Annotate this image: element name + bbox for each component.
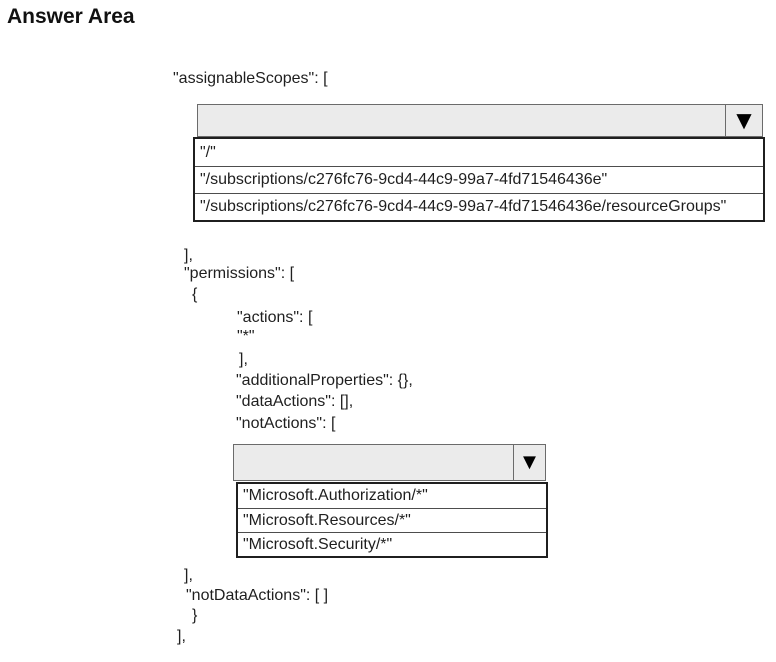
- not-actions-options-list: "Microsoft.Authorization/*" "Microsoft.R…: [236, 482, 548, 558]
- code-line-data-actions: "dataActions": [],: [236, 393, 354, 410]
- not-actions-dropdown[interactable]: ▼: [233, 444, 546, 481]
- dropdown-arrow-icon: ▼: [731, 104, 757, 135]
- option-subscription-scope[interactable]: "/subscriptions/c276fc76-9cd4-44c9-99a7-…: [195, 166, 763, 193]
- code-line-close-not-actions: ],: [184, 567, 193, 584]
- option-microsoft-security[interactable]: "Microsoft.Security/*": [238, 532, 546, 556]
- code-line-close-assignable-scopes: ],: [184, 247, 193, 264]
- option-microsoft-authorization[interactable]: "Microsoft.Authorization/*": [243, 487, 428, 504]
- assignable-scopes-dropdown-value: [198, 105, 725, 136]
- assignable-scopes-dropdown[interactable]: ▼: [197, 104, 763, 137]
- not-actions-dropdown-value: [234, 445, 513, 480]
- code-line-assignable-scopes: "assignableScopes": [: [173, 70, 328, 87]
- option-resource-groups-scope[interactable]: "/subscriptions/c276fc76-9cd4-44c9-99a7-…: [195, 193, 763, 220]
- code-line-star: "*": [237, 328, 255, 345]
- option-microsoft-resources[interactable]: "Microsoft.Resources/*": [238, 508, 546, 532]
- code-line-permissions: "permissions": [: [184, 265, 295, 282]
- assignable-scopes-dropdown-button[interactable]: ▼: [725, 105, 762, 136]
- code-line-close-actions: ],: [239, 351, 248, 368]
- code-line-additional-properties: "additionalProperties": {},: [236, 372, 413, 389]
- page-title: Answer Area: [7, 5, 135, 28]
- code-line-not-data-actions: "notDataActions": [ ]: [186, 587, 329, 604]
- code-line-close-brace: }: [192, 607, 198, 624]
- option-root-scope[interactable]: "/": [200, 143, 216, 161]
- assignable-scopes-options-list: "/" "/subscriptions/c276fc76-9cd4-44c9-9…: [193, 137, 765, 222]
- code-line-open-brace: {: [192, 286, 198, 303]
- dropdown-arrow-icon: ▼: [518, 448, 541, 474]
- code-line-actions: "actions": [: [237, 309, 313, 326]
- not-actions-dropdown-button[interactable]: ▼: [513, 445, 545, 480]
- code-line-close-permissions: ],: [177, 628, 186, 645]
- code-line-not-actions: "notActions": [: [236, 415, 336, 432]
